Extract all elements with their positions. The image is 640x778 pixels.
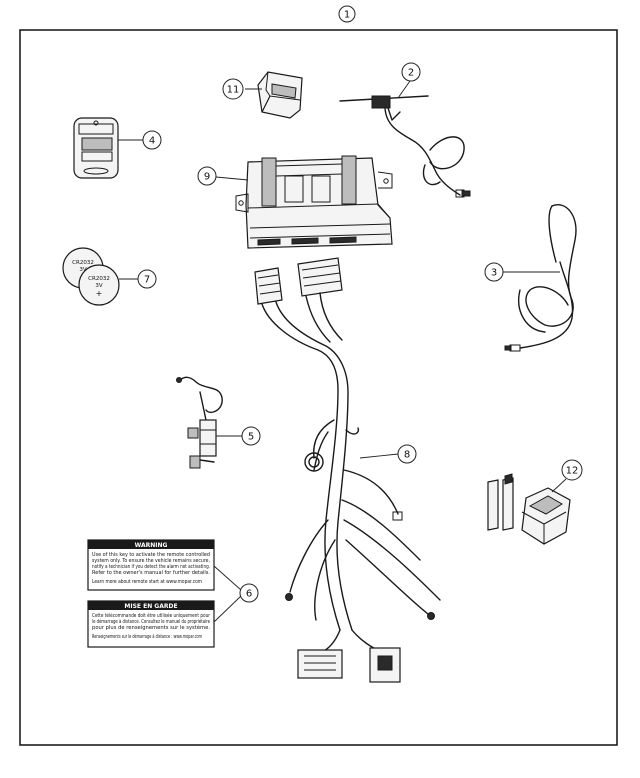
callout-5: 5: [241, 426, 261, 446]
battery-front-label-line1: CR2032: [88, 276, 110, 282]
battery-front-polarity: +: [96, 289, 103, 298]
callout-3-number: 3: [491, 268, 497, 279]
warning-label-line5: Learn more about remote start at www.mop…: [92, 579, 202, 585]
callout-11: 11: [222, 78, 244, 100]
callout-7: 7: [137, 269, 157, 289]
part-7-batteries: CR2032 3V CR2032 3V +: [62, 247, 120, 306]
part-8-wiring-harness: [254, 257, 441, 683]
part-2-antenna: [339, 95, 471, 198]
warning-label-line3: notify a technician if you detect the al…: [92, 564, 210, 570]
callout-5-number: 5: [248, 432, 254, 443]
callout-11-number: 11: [227, 85, 240, 96]
callout-9-number: 9: [204, 172, 210, 183]
callout-3: 3: [484, 262, 504, 282]
mise-label-line1: Cette télécommande doit être utilisée un…: [92, 612, 211, 619]
mise-label-line4: Renseignements sur le démarrage à distan…: [92, 633, 202, 640]
warning-label-line4: Refer to the owner's manual for further …: [92, 570, 210, 576]
warning-label-title: WARNING: [135, 542, 168, 549]
callout-1: 1: [338, 5, 356, 23]
callout-12: 12: [561, 459, 583, 481]
part-9-control-module: [235, 155, 393, 249]
part-12-ties: [487, 473, 571, 545]
callout-9: 9: [197, 166, 217, 186]
mise-label-line3: pour plus de renseignements sur le systè…: [92, 624, 210, 631]
battery-front-label-line2: 3V: [95, 283, 102, 289]
part-5-switch: [176, 376, 223, 469]
callout-2: 2: [401, 62, 421, 82]
diagram-frame: [19, 29, 618, 746]
mise-label-line2: le démarrage à distance. Consultez le ma…: [92, 618, 210, 625]
callout-4: 4: [142, 130, 162, 150]
callout-2-number: 2: [408, 68, 414, 79]
part-11-clip: [257, 71, 303, 119]
callout-12-number: 12: [566, 466, 579, 477]
callout-6-number: 6: [246, 589, 252, 600]
warning-label-line1: Use of this key to activate the remote c…: [92, 552, 210, 558]
part-6-mise-en-garde-label: MISE EN GARDE Cette télécommande doit êt…: [87, 600, 215, 648]
callout-1-number: 1: [344, 10, 350, 21]
callout-8: 8: [397, 444, 417, 464]
callout-8-number: 8: [404, 450, 410, 461]
callout-4-number: 4: [149, 136, 155, 147]
callout-6: 6: [239, 583, 259, 603]
battery-back-label-line1: CR2032: [72, 260, 94, 266]
battery-back-label-line2: 3V: [79, 267, 86, 273]
part-3-antenna-cable: [504, 204, 577, 352]
part-4-key-fob: [73, 117, 119, 179]
mise-label-title: MISE EN GARDE: [124, 603, 177, 610]
part-6-warning-label: WARNING Use of this key to activate the …: [87, 539, 215, 591]
callout-7-number: 7: [144, 275, 150, 286]
warning-label-line2: system only. To ensure the vehicle remai…: [92, 558, 210, 564]
